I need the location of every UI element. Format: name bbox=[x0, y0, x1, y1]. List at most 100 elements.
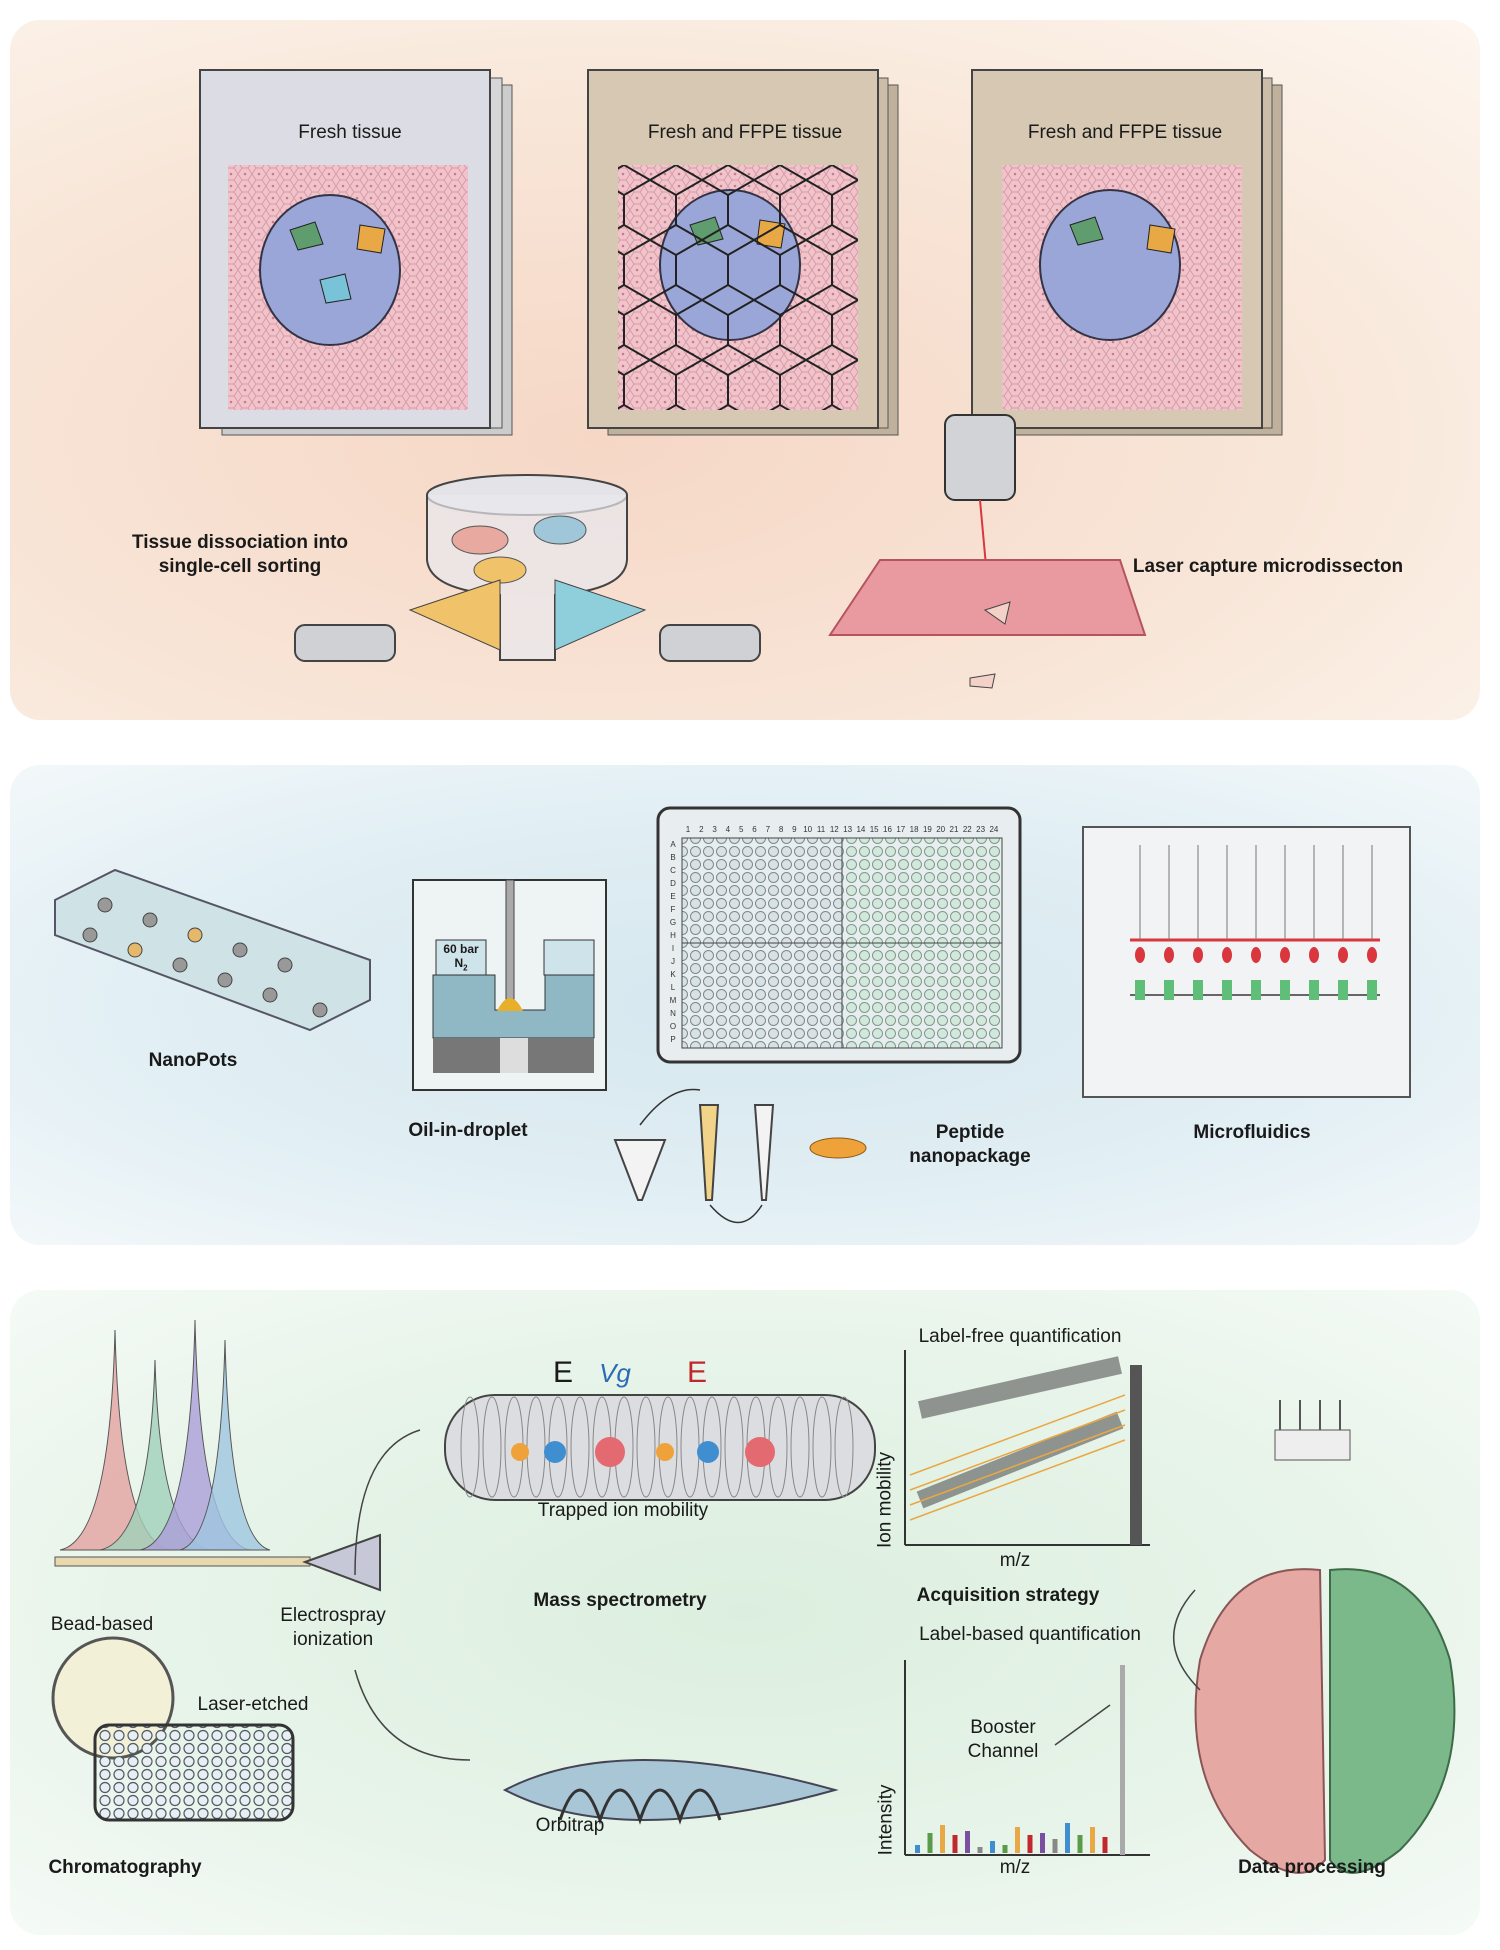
reporter-ion-bar bbox=[990, 1841, 995, 1853]
reporter-ion-bar bbox=[1040, 1833, 1045, 1853]
frame-label-ffpe-grid: Fresh and FFPE tissue bbox=[647, 122, 843, 143]
plate-column-label: 4 bbox=[726, 825, 731, 834]
orbitrap-label: Orbitrap bbox=[535, 1815, 605, 1836]
plate-column-label: 19 bbox=[923, 825, 932, 834]
green-chamber bbox=[1280, 980, 1290, 1000]
frame-label-fresh-tissue: Fresh tissue bbox=[298, 122, 402, 143]
plate-row-label: C bbox=[670, 866, 676, 875]
data-processing-label: Data processing bbox=[1238, 1857, 1386, 1878]
green-chamber bbox=[1164, 980, 1174, 1000]
field-e2-label: E bbox=[686, 1356, 708, 1389]
tubes-illustration bbox=[613, 1088, 867, 1224]
plate-row-label: G bbox=[670, 918, 676, 927]
plate-row-label: D bbox=[670, 879, 676, 888]
label-based-plot bbox=[904, 1660, 1150, 1856]
plate-row-label: M bbox=[670, 996, 677, 1005]
peptide-label-line2: nanopackage bbox=[909, 1146, 1031, 1167]
plate-column-label: 23 bbox=[976, 825, 985, 834]
green-chamber bbox=[1309, 980, 1319, 1000]
plate-column-label: 14 bbox=[856, 825, 865, 834]
green-chamber bbox=[1193, 980, 1203, 1000]
reporter-ion-bar bbox=[1077, 1835, 1083, 1853]
plate-row-label: O bbox=[670, 1022, 676, 1031]
chromatography-peaks bbox=[51, 1319, 381, 1822]
reporter-ion-bar bbox=[977, 1847, 983, 1853]
plate-row-label: L bbox=[671, 983, 676, 992]
plate-column-label: 24 bbox=[989, 825, 998, 834]
label-free-plot bbox=[904, 1350, 1150, 1546]
green-chamber bbox=[1338, 980, 1348, 1000]
plate-column-label: 8 bbox=[779, 825, 784, 834]
plate-column-label: 22 bbox=[963, 825, 972, 834]
plate-column-label: 7 bbox=[766, 825, 771, 834]
plate-column-label: 9 bbox=[792, 825, 797, 834]
booster-label-line1: Booster bbox=[970, 1717, 1036, 1738]
plate-row-label: F bbox=[671, 905, 676, 914]
electrode-ring bbox=[812, 1396, 832, 1498]
electrospray-label-line1: Electrospray bbox=[280, 1605, 386, 1626]
mz-axis-label-1: m/z bbox=[999, 1550, 1031, 1571]
plate-row-label: J bbox=[671, 957, 675, 966]
tissue-frame-ffpe-lcm bbox=[971, 69, 1283, 436]
chromatography-label: Chromatography bbox=[48, 1857, 202, 1878]
microfluidics-label: Microfluidics bbox=[1193, 1122, 1311, 1143]
green-chamber bbox=[1222, 980, 1232, 1000]
plate-row-label: B bbox=[670, 853, 675, 862]
tims-label: Trapped ion mobility bbox=[537, 1500, 709, 1521]
electrode-ring bbox=[460, 1396, 480, 1498]
label-based-title: Label-based quantification bbox=[919, 1624, 1141, 1645]
plate-row-label: E bbox=[670, 892, 675, 901]
field-e-label: E bbox=[552, 1356, 574, 1389]
mass-spectrometry-label: Mass spectrometry bbox=[533, 1590, 707, 1611]
plate-column-label: 18 bbox=[910, 825, 919, 834]
electrode-ring bbox=[834, 1396, 854, 1498]
dissociation-label-line2: single-cell sorting bbox=[158, 556, 322, 577]
tissue-frame-ffpe-grid bbox=[587, 69, 899, 436]
trapped-ion-mobility-device bbox=[444, 1394, 876, 1501]
field-vg-label: Vg bbox=[599, 1358, 631, 1388]
reporter-ion-bar bbox=[915, 1845, 920, 1853]
electrode-ring bbox=[724, 1396, 744, 1498]
plate-column-label: 5 bbox=[739, 825, 744, 834]
pressure-label: 60 bar bbox=[443, 942, 479, 956]
reporter-ion-bar bbox=[965, 1831, 970, 1853]
laser-capture-microscope bbox=[828, 414, 1147, 689]
acquisition-strategy-label: Acquisition strategy bbox=[916, 1585, 1100, 1606]
green-chamber bbox=[1135, 980, 1145, 1000]
red-chamber bbox=[1193, 947, 1203, 963]
plate-column-label: 17 bbox=[896, 825, 905, 834]
plate-column-label: 3 bbox=[712, 825, 717, 834]
red-chamber bbox=[1251, 947, 1261, 963]
microfluidic-chip bbox=[1082, 826, 1411, 1098]
electrospray-label-line2: ionization bbox=[292, 1629, 374, 1650]
nanopots-label: NanoPots bbox=[148, 1050, 238, 1071]
reporter-ion-bar bbox=[1065, 1823, 1070, 1853]
plate-row-label: K bbox=[670, 970, 676, 979]
red-chamber bbox=[1367, 947, 1377, 963]
plate-row-label: A bbox=[670, 840, 676, 849]
mz-axis-label-2: m/z bbox=[999, 1857, 1031, 1878]
plate-column-label: 10 bbox=[803, 825, 812, 834]
red-chamber bbox=[1280, 947, 1290, 963]
plate-column-label: 13 bbox=[843, 825, 852, 834]
red-chamber bbox=[1338, 947, 1348, 963]
reporter-ion-bar bbox=[1002, 1845, 1008, 1853]
oil-in-droplet-label: Oil-in-droplet bbox=[408, 1120, 528, 1141]
red-chamber bbox=[1164, 947, 1174, 963]
label-free-title: Label-free quantification bbox=[918, 1326, 1122, 1347]
intensity-axis-label: Intensity bbox=[875, 1784, 897, 1856]
plate-column-label: 16 bbox=[883, 825, 892, 834]
peptide-label-line1: Peptide bbox=[935, 1122, 1005, 1143]
plate-row-label: N bbox=[670, 1009, 676, 1018]
red-chamber bbox=[1309, 947, 1319, 963]
plate-column-label: 15 bbox=[870, 825, 879, 834]
electrode-ring bbox=[636, 1396, 656, 1498]
plate-column-label: 11 bbox=[817, 825, 826, 834]
reporter-ion-bar bbox=[1015, 1827, 1020, 1853]
cell-sorter-illustration bbox=[294, 474, 761, 662]
tissue-frame-fresh bbox=[199, 69, 513, 436]
plate-column-label: 21 bbox=[950, 825, 959, 834]
